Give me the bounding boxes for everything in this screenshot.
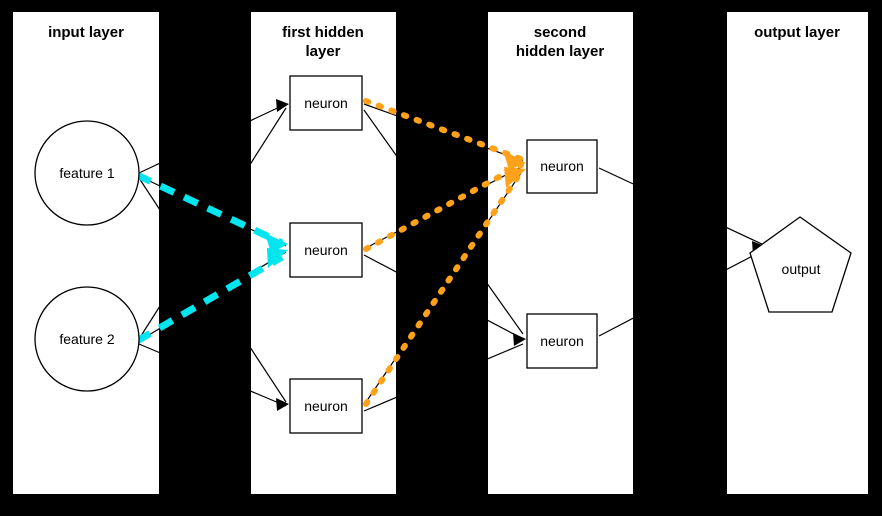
- edge-h2top-to-output: [598, 167, 765, 246]
- cyan-edge-feature2-to-h1mid: [135, 253, 284, 345]
- cyan-arrowhead-upper: [265, 233, 288, 253]
- feature-1-circle[interactable]: [34, 120, 140, 226]
- panel-second-hidden-layer: [488, 12, 633, 494]
- edge-feature2-to-h1top: [138, 107, 287, 340]
- h1-neuron-bottom-label: neuron: [304, 398, 348, 414]
- orange-highlight-edges: [363, 98, 526, 407]
- cyan-highlight-edges: [135, 171, 288, 345]
- feature-2-circle[interactable]: [34, 286, 140, 392]
- h1-neuron-top-label: neuron: [304, 95, 348, 111]
- title-output-layer: output layer: [754, 24, 840, 41]
- node-h1-neuron-mid[interactable]: neuron: [289, 222, 363, 278]
- arrowhead-h2bottom: [513, 333, 526, 346]
- node-output[interactable]: output: [749, 216, 852, 313]
- h2-neuron-top-label: neuron: [540, 158, 584, 174]
- title-second-hidden-layer: second: [534, 24, 587, 41]
- edge-feature1-to-h1bottom: [138, 177, 287, 403]
- h1-neuron-mid-box[interactable]: [289, 222, 363, 278]
- h1-neuron-top-box[interactable]: [289, 75, 363, 131]
- cyan-edge-feature1-to-h1mid: [135, 171, 284, 247]
- panel-input-layer: [13, 12, 159, 494]
- arrowhead-h1top: [276, 99, 289, 112]
- node-feature-2[interactable]: feature 2: [34, 286, 140, 392]
- edge-h2bottom-to-output: [598, 249, 765, 337]
- node-h2-neuron-top[interactable]: neuron: [526, 139, 598, 194]
- h1-neuron-bottom-box[interactable]: [289, 378, 363, 434]
- h2-neuron-top-box[interactable]: [526, 139, 598, 194]
- node-h2-neuron-bottom[interactable]: neuron: [526, 313, 598, 369]
- output-label: output: [782, 261, 821, 277]
- cyan-arrowhead-lower: [267, 248, 288, 268]
- h2-neuron-bottom-label: neuron: [540, 333, 584, 349]
- orange-edge-h1mid-to-h2top: [363, 162, 524, 252]
- orange-arrowhead-upper: [503, 150, 526, 170]
- node-h1-neuron-bottom[interactable]: neuron: [289, 378, 363, 434]
- h1-neuron-mid-label: neuron: [304, 242, 348, 258]
- edge-h1top-to-h2bottom: [363, 109, 524, 335]
- feature-2-label: feature 2: [59, 331, 114, 347]
- orange-edge-h1bottom-to-h2top: [363, 169, 524, 407]
- node-feature-1[interactable]: feature 1: [34, 120, 140, 226]
- edge-h1bottom-to-h2bottom: [363, 343, 524, 412]
- edge-feature2-to-h1bottom: [138, 343, 287, 407]
- title-second-hidden-layer-line2: hidden layer: [516, 43, 605, 60]
- orange-edge-h1top-to-h2top: [363, 98, 524, 162]
- node-h1-neuron-top[interactable]: neuron: [289, 75, 363, 131]
- plain-edges-group: [138, 103, 765, 412]
- orange-arrowhead-lower: [504, 167, 526, 188]
- output-pentagon[interactable]: [749, 216, 852, 313]
- arrowhead-h1bottom: [276, 398, 289, 411]
- edge-feature1-to-h1top: [138, 103, 287, 174]
- h2-neuron-bottom-box[interactable]: [526, 313, 598, 369]
- title-input-layer: input layer: [48, 24, 124, 41]
- edge-h1mid-to-h2bottom: [363, 254, 524, 340]
- title-first-hidden-layer-line2: layer: [305, 43, 340, 60]
- feature-1-label: feature 1: [59, 165, 114, 181]
- title-first-hidden-layer: first hidden: [282, 24, 364, 41]
